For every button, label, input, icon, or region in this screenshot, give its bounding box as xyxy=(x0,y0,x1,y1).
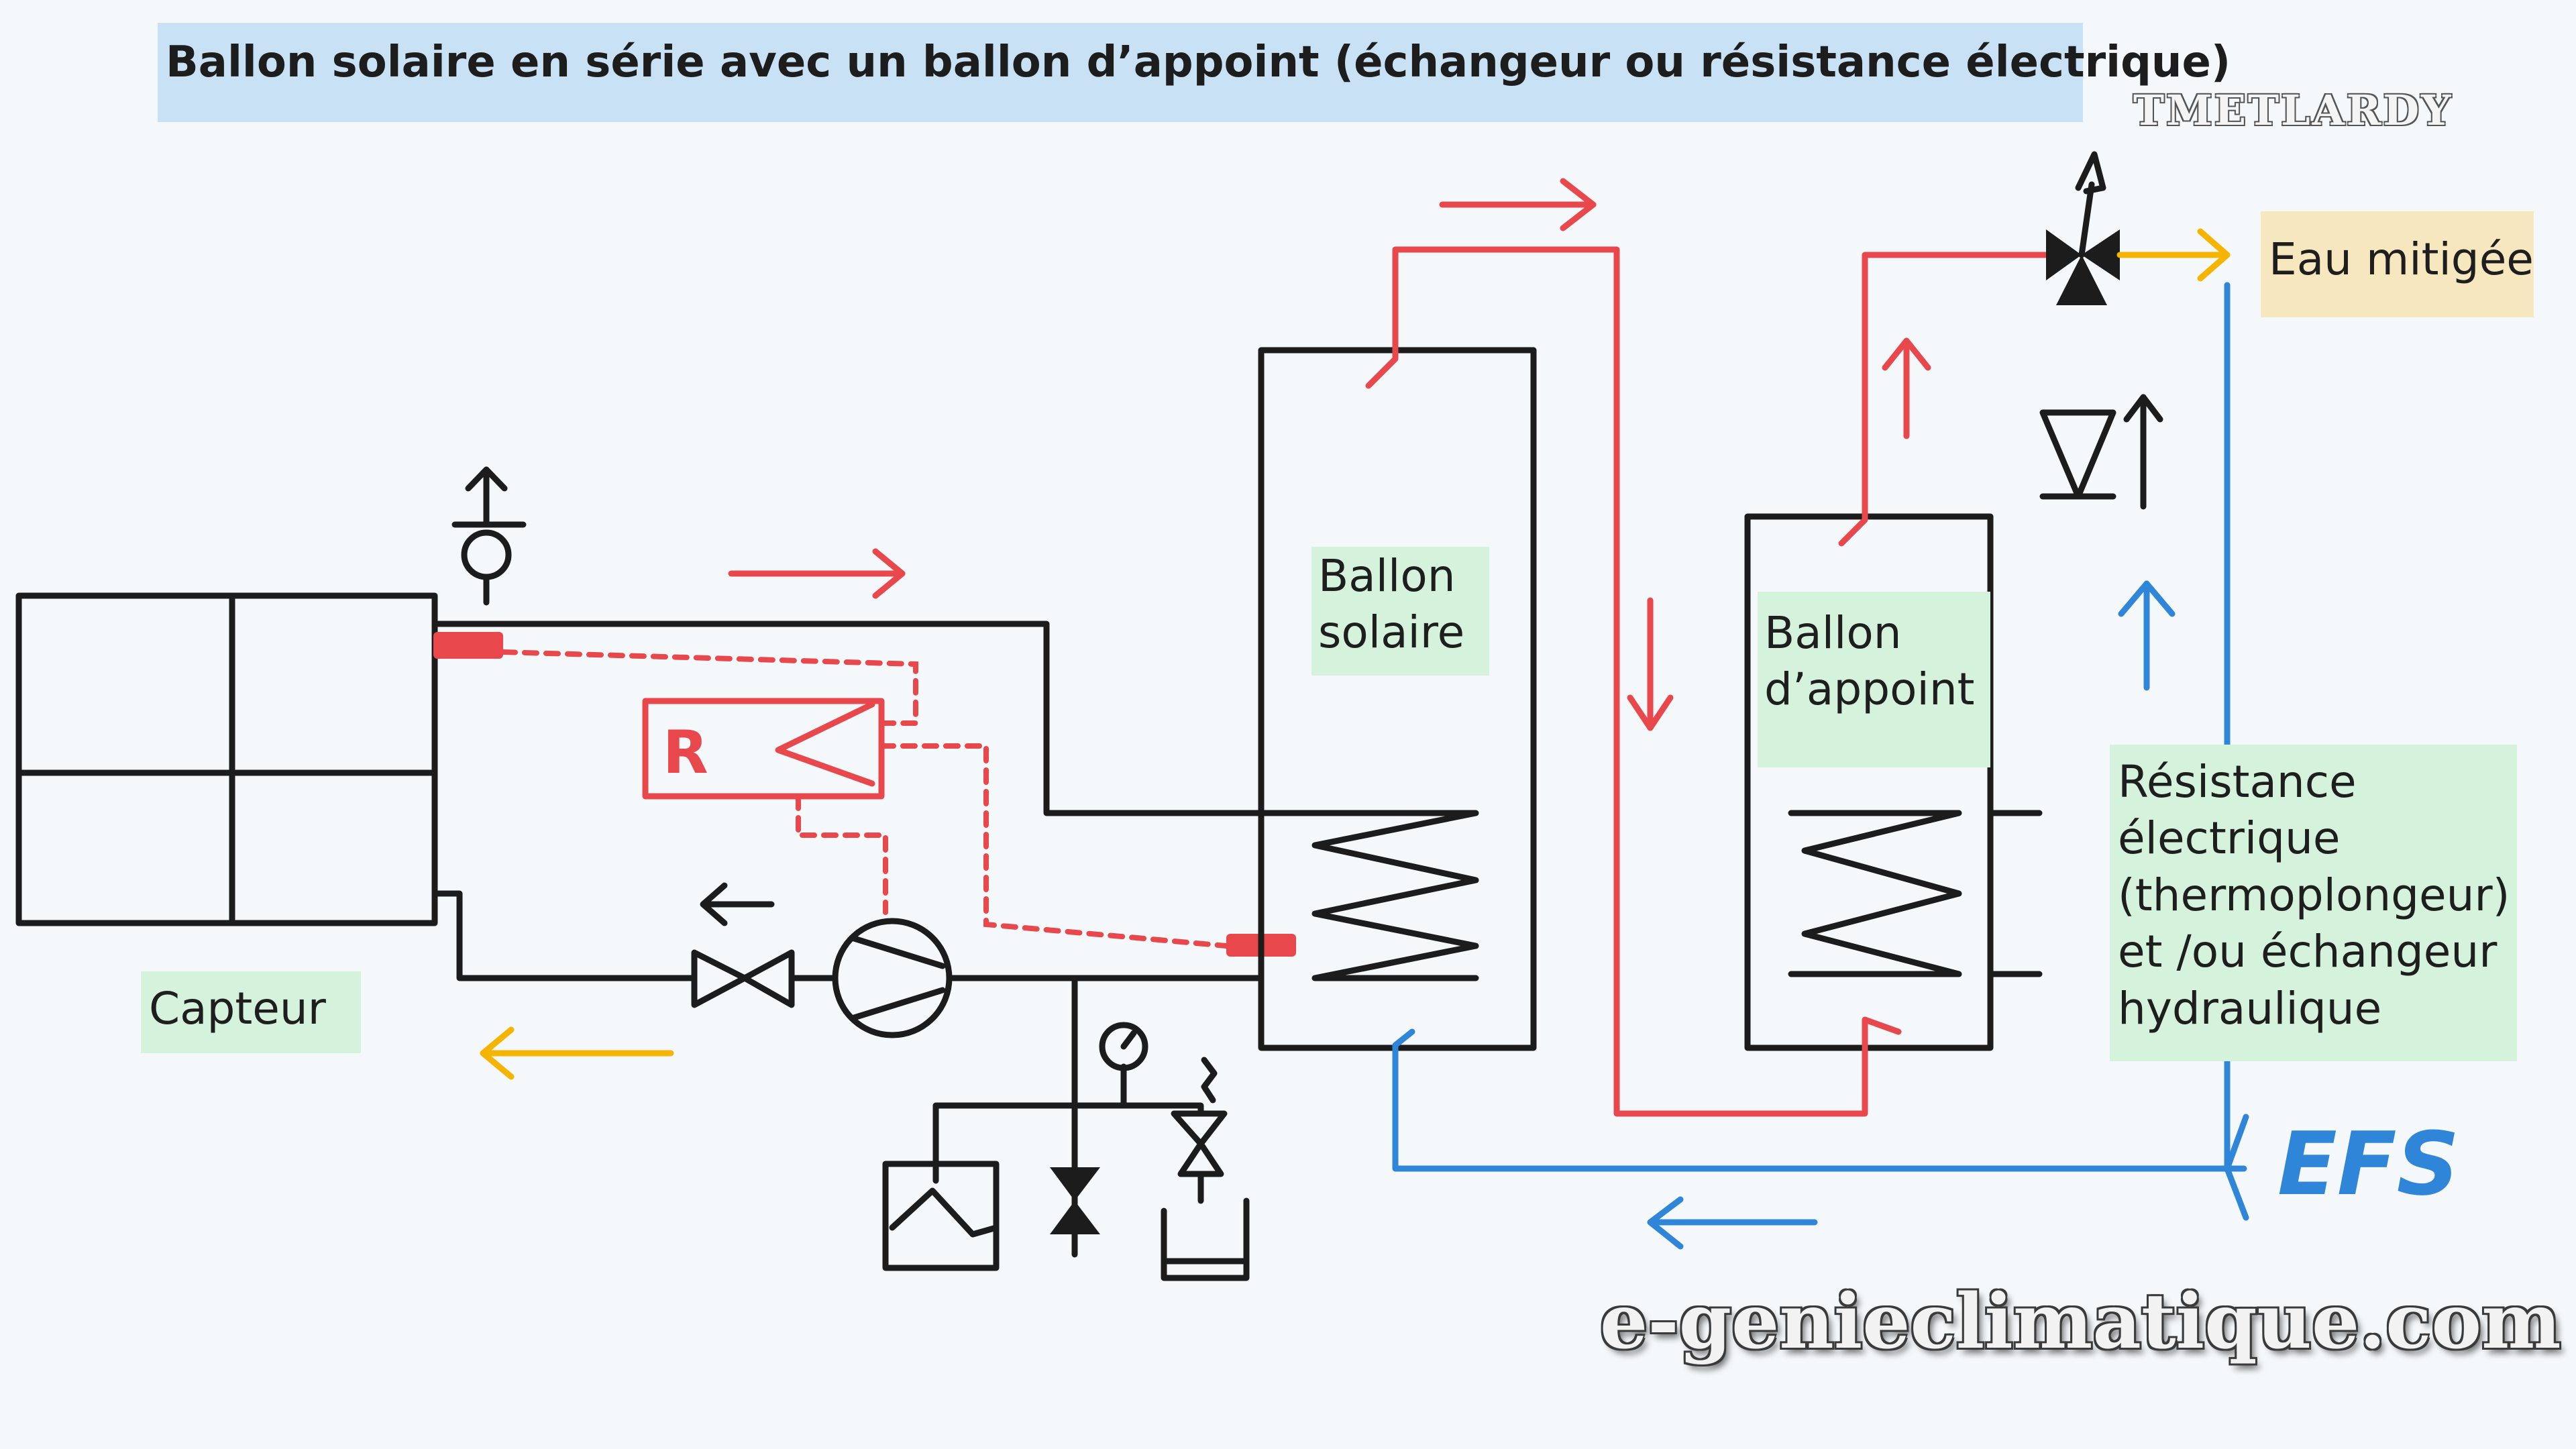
resistance-label: Résistance électrique (thermoplongeur) e… xyxy=(2110,745,2517,1061)
flow-arrow-icon xyxy=(728,178,1931,731)
hot-water-pipe xyxy=(1365,246,2049,1117)
website-watermark: e-genieclimatique.com xyxy=(1600,1278,2561,1366)
expansion-vessel-icon xyxy=(882,1161,1000,1271)
author-signature: TMETLARDY xyxy=(2133,86,2453,135)
efs-label: EFS xyxy=(2277,1113,2459,1215)
solar-collector-icon xyxy=(15,592,438,926)
ballon-appoint-line-2: d’appoint xyxy=(1764,663,1975,715)
resistance-line-3: (thermoplongeur) xyxy=(2118,869,2510,921)
ballon-appoint-line-1: Ballon xyxy=(1764,607,1902,659)
eau-mitigee-label: Eau mitigée xyxy=(2261,211,2534,317)
resistance-line-4: et /ou échangeur xyxy=(2118,926,2498,978)
flow-arrow-icon xyxy=(1647,580,2176,1250)
flow-arrow-icon xyxy=(480,228,2231,1080)
pump-icon xyxy=(832,918,953,1038)
primary-loop-pipe xyxy=(431,621,1265,981)
thermostatic-mixing-valve-icon xyxy=(2046,151,2120,305)
drain-valve-icon xyxy=(1050,1167,1100,1234)
ballon-solaire-line-2: solaire xyxy=(1318,606,1465,658)
diagram-title: Ballon solaire en série avec un ballon d… xyxy=(158,23,2231,122)
regulator-icon: R xyxy=(642,698,885,800)
eau-mitigee-text: Eau mitigée xyxy=(2269,233,2534,285)
solar-tank xyxy=(1258,347,1537,1051)
air-vent-icon xyxy=(451,466,527,606)
resistance-line-1: Résistance xyxy=(2118,756,2357,808)
resistance-line-5: hydraulique xyxy=(2118,982,2382,1034)
check-valve-icon xyxy=(2039,394,2163,510)
cold-water-inlet: EFS xyxy=(2224,1113,2459,1221)
capteur-text: Capteur xyxy=(149,983,326,1034)
ballon-solaire-line-1: Ballon xyxy=(1318,550,1456,602)
ballon-solaire-label: Ballon solaire xyxy=(1311,547,1489,676)
backup-tank xyxy=(1744,513,2043,1051)
safety-valve-icon xyxy=(1161,1057,1250,1281)
sensor-wiring xyxy=(500,649,1229,949)
regulator-label: R xyxy=(663,718,708,787)
resistance-line-2: électrique xyxy=(2118,812,2341,865)
collector-temperature-sensor xyxy=(433,632,503,659)
ballon-appoint-label: Ballon d’appoint xyxy=(1758,592,1990,767)
check-valve-icon xyxy=(691,882,795,1008)
pressure-gauge-icon xyxy=(1099,1022,1148,1071)
capteur-label: Capteur xyxy=(141,971,361,1053)
